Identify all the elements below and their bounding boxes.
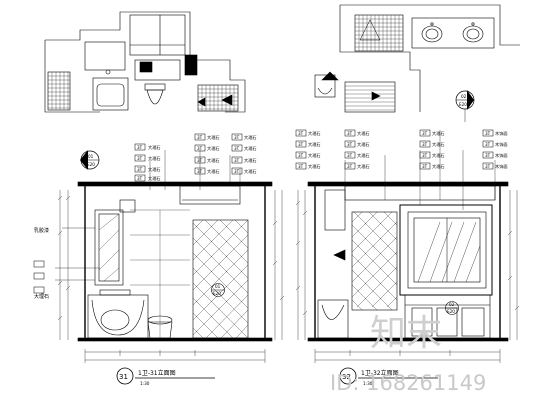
watermark-brand: 知末	[370, 313, 442, 354]
left-marker-top: 01	[88, 154, 94, 159]
left-callout-top: 01	[215, 284, 221, 289]
tag-l3-1: 3T	[234, 135, 240, 140]
note-r3-1: 大理石	[432, 130, 445, 137]
note-r4-2: 木饰面	[495, 141, 508, 148]
tag-r2-1: 3T	[347, 131, 353, 136]
note-r2-1: 大理石	[357, 130, 370, 137]
note-r3-4: 大理石	[432, 163, 445, 170]
note-r2-2: 大理石	[357, 141, 370, 148]
note-r1-1: 大理石	[308, 130, 321, 137]
tag-l3-3: 3T	[234, 158, 240, 163]
tag-l1-3: 3T	[137, 167, 143, 172]
note-l2-4: 大理石	[207, 168, 220, 175]
tag-l2-1: 3T	[197, 135, 203, 140]
note-l3-1: 大理石	[244, 134, 257, 141]
note-r4-1: 木饰面	[495, 130, 508, 137]
note-l3-3: 大理石	[244, 157, 257, 164]
tag-l1-2: 3T	[137, 156, 143, 161]
note-l1-3: 大理石	[148, 166, 161, 173]
right-caption-number: 32	[342, 373, 351, 381]
note-l3-4: 大理石	[244, 168, 257, 175]
tag-l1-4: 3T	[137, 176, 143, 181]
tag-r1-4: 3T	[298, 164, 304, 169]
left-caption-title: 1卫-31立面图	[138, 369, 176, 377]
right-callout-bottom: E20	[447, 309, 455, 314]
tag-r2-2: 3T	[347, 142, 353, 147]
tag-r4-3: 3T	[485, 153, 491, 158]
note-l2-2: 大理石	[207, 145, 220, 152]
tag-l3-2: 3T	[234, 146, 240, 151]
right-caption: 32 1卫-32立面图 1:30	[339, 367, 438, 386]
tag-l3-4: 3T	[234, 169, 240, 174]
note-l1-2: 大理石	[148, 155, 161, 162]
note-l1-4: 大理石	[148, 175, 161, 182]
note-r2-4: 大理石	[357, 163, 370, 170]
tag-r1-3: 3T	[298, 153, 304, 158]
plan-fragment-right	[314, 4, 520, 113]
tag-r4-4: 3T	[485, 164, 491, 169]
note-r3-3: 大理石	[432, 152, 445, 159]
note-r3-2: 大理石	[432, 141, 445, 148]
tag-l2-4: 3T	[197, 169, 203, 174]
note-r2-3: 大理石	[357, 152, 370, 159]
right-marker-bottom: E20	[459, 102, 467, 107]
note-r1-3: 大理石	[308, 152, 321, 159]
right-tag-grid: 3T 3T 3T 3T 3T 3T 3T 3T 3T 3T 3T 3T 3T 3…	[295, 129, 508, 170]
note-l3-2: 大理石	[244, 145, 257, 152]
right-section-marker: 02 E20	[455, 90, 475, 122]
left-marker-bottom: E20	[87, 162, 95, 167]
note-l2-3: 大理石	[207, 157, 220, 164]
left-tag-grid: 3T 3T 3T 3T 3T 3T 3T 3T 3T 3T 3T 3T 大理石 …	[33, 133, 257, 300]
left-caption-number: 31	[119, 373, 128, 381]
tag-r3-1: 3T	[422, 131, 428, 136]
tag-r3-4: 3T	[422, 164, 428, 169]
tag-l1-1: 3T	[137, 145, 143, 150]
left-callout-marker: 01 E20	[213, 284, 221, 296]
note-r1-4: 大理石	[308, 163, 321, 170]
tag-l2-2: 3T	[197, 146, 203, 151]
left-callout-bottom: E20	[213, 291, 221, 296]
tag-r4-2: 3T	[485, 142, 491, 147]
note-l2-1: 大理石	[207, 134, 220, 141]
note-r1-2: 大理石	[308, 141, 321, 148]
left-caption-scale: 1:30	[140, 381, 150, 386]
left-caption: 31 1卫-31立面图 1:30	[116, 367, 215, 386]
tag-r3-3: 3T	[422, 153, 428, 158]
note-l1-1: 大理石	[148, 144, 161, 151]
right-elevation	[295, 130, 520, 363]
right-callout-top: 02	[449, 302, 455, 307]
right-callout-marker: 02 E20	[445, 301, 459, 315]
watermark: 知末 ID: 168261149	[330, 313, 486, 395]
tag-r2-3: 3T	[347, 153, 353, 158]
right-caption-title: 1卫-32立面图	[361, 369, 399, 377]
tag-l2-3: 3T	[197, 158, 203, 163]
side-label-2: 大理石	[34, 293, 49, 300]
note-r4-4: 木饰面	[495, 163, 508, 170]
side-label-1: 乳胶漆	[34, 227, 49, 234]
plan-fragment-left	[44, 11, 246, 113]
tag-r1-2: 3T	[298, 142, 304, 147]
tag-r2-4: 3T	[347, 164, 353, 169]
tag-r4-1: 3T	[485, 131, 491, 136]
right-caption-scale: 1:30	[363, 381, 373, 386]
tag-r3-2: 3T	[422, 142, 428, 147]
note-r4-3: 木饰面	[495, 152, 508, 159]
watermark-id: ID: 168261149	[330, 371, 486, 395]
right-marker-top: 02	[461, 94, 467, 99]
tag-r1-1: 3T	[298, 131, 304, 136]
left-section-marker: 01 E20	[80, 150, 100, 170]
left-elevation	[55, 150, 285, 363]
